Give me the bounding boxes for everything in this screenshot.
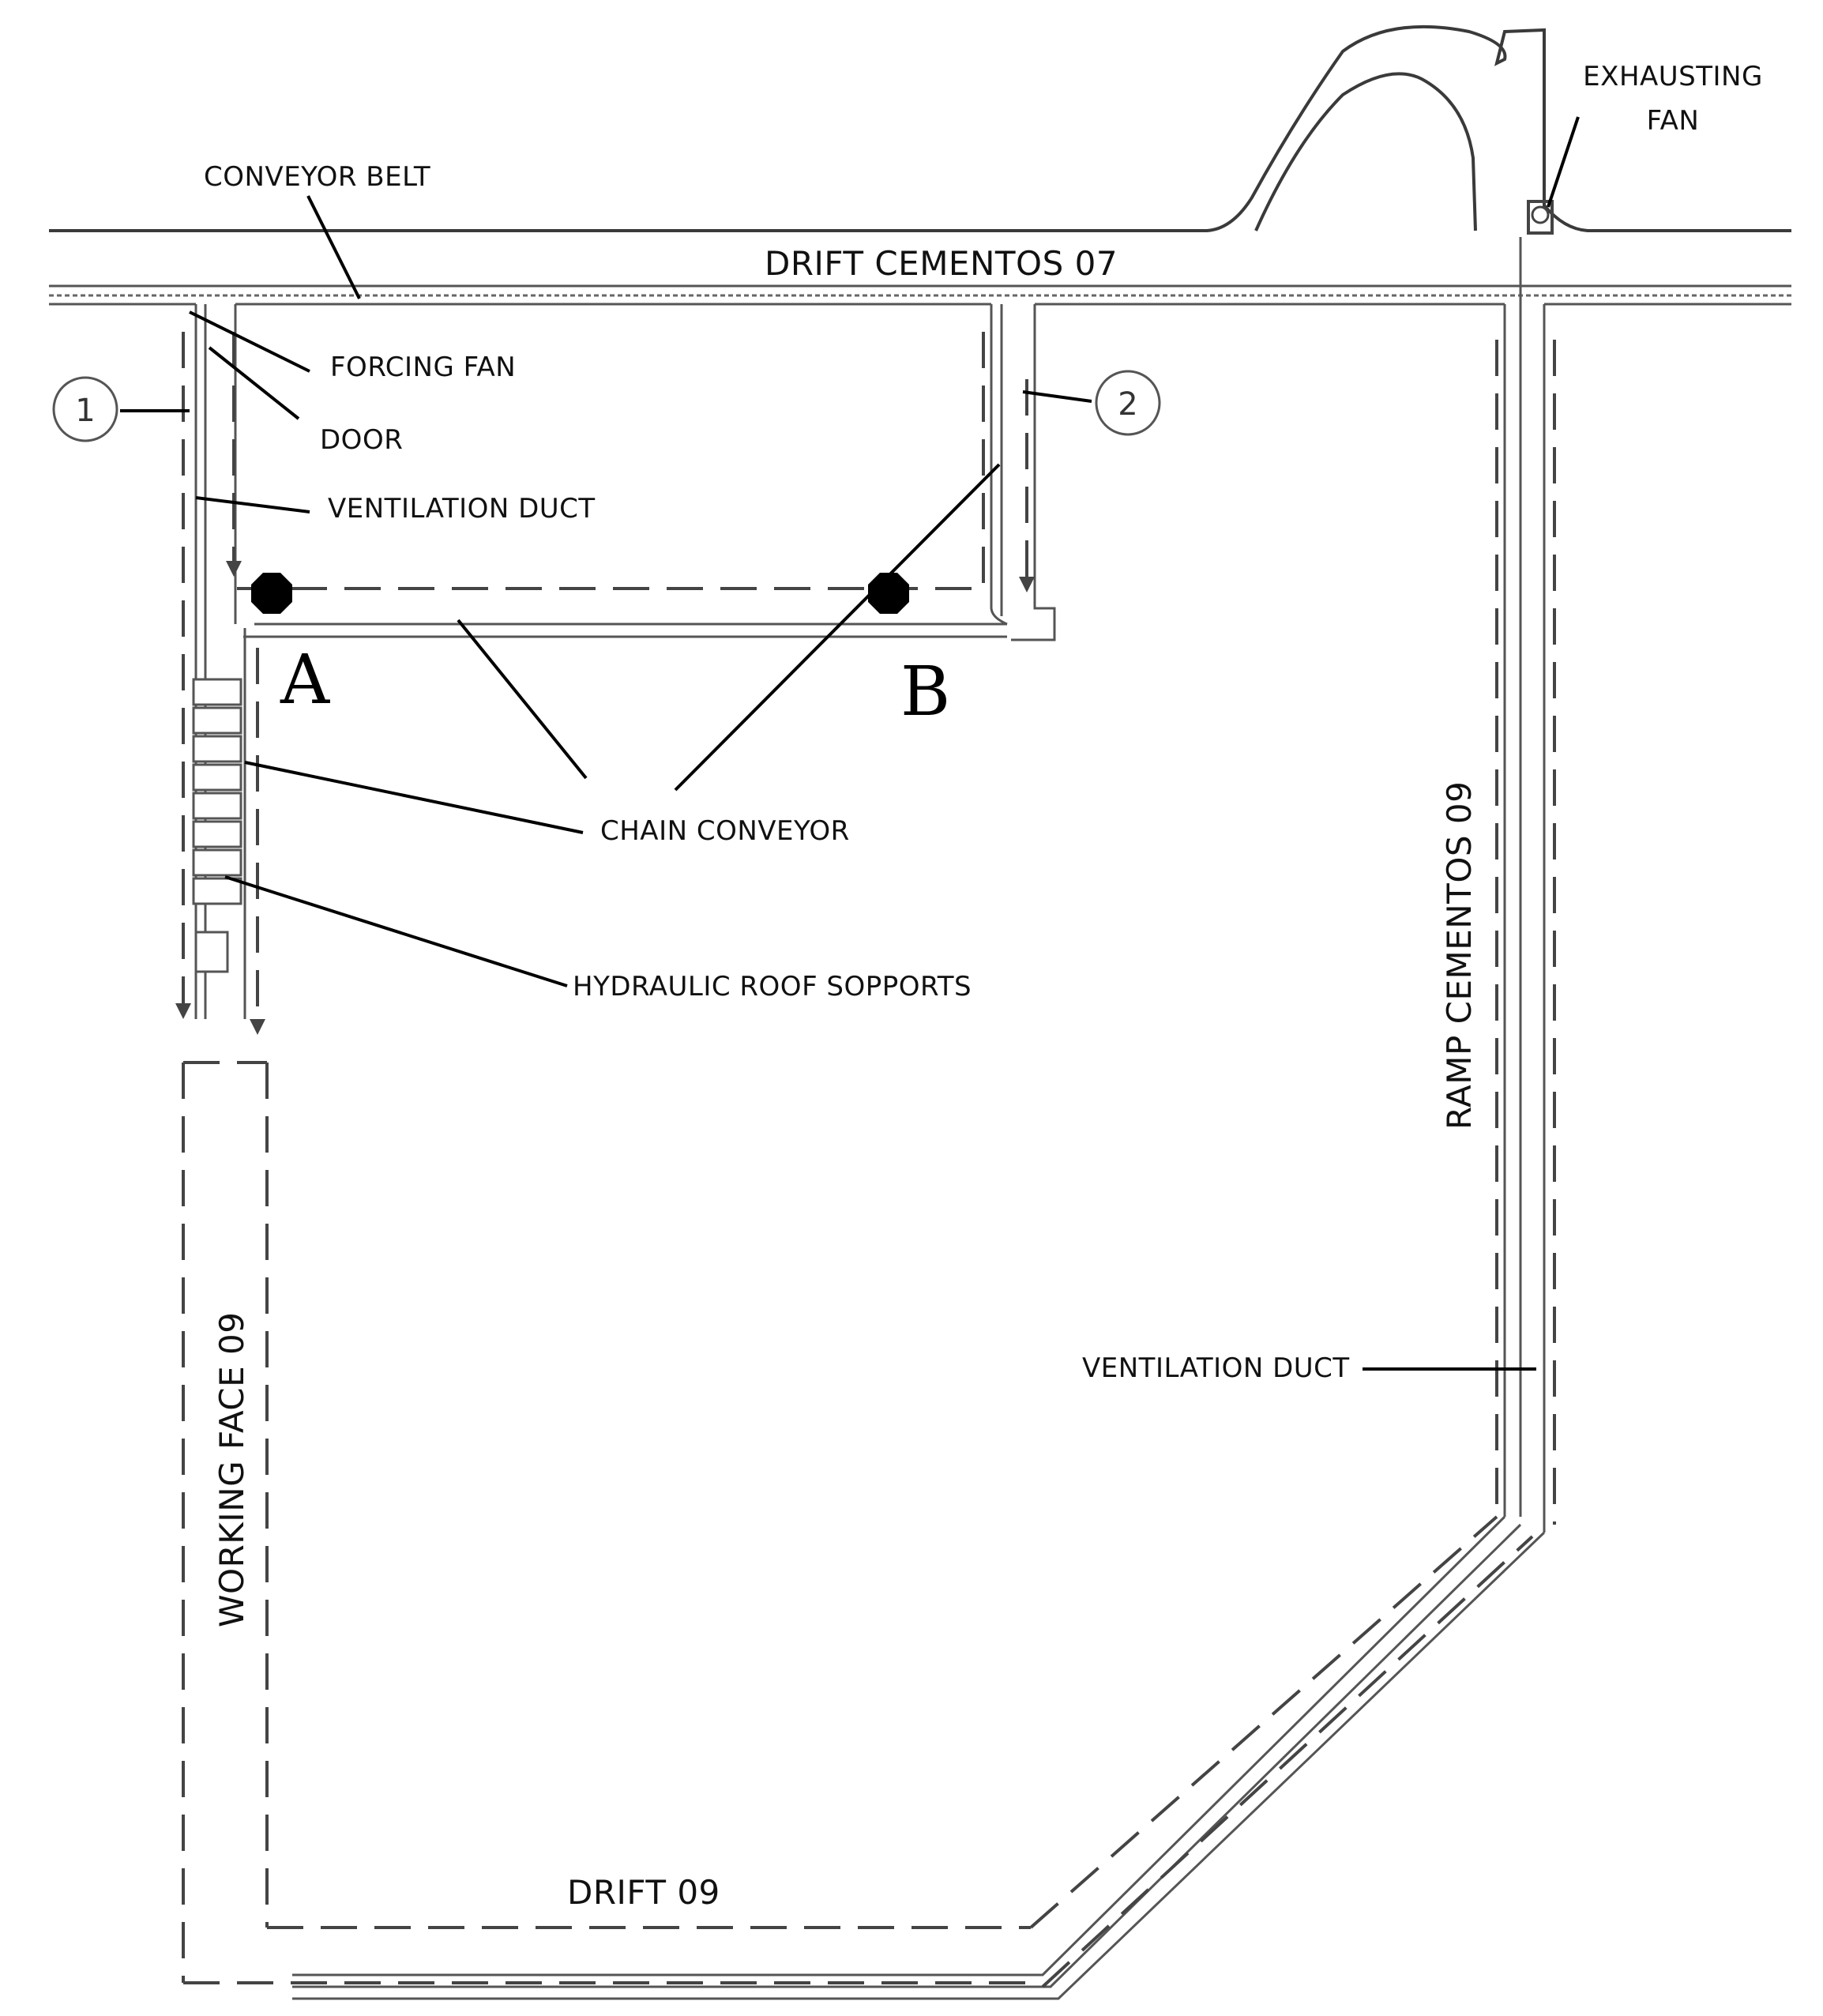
label-door: DOOR xyxy=(320,424,403,456)
marker-1: 1 xyxy=(52,376,118,442)
marker-2-label: 2 xyxy=(1118,386,1137,423)
ramp-cementos-09-walls xyxy=(292,237,1546,2000)
point-b-marker xyxy=(868,573,909,614)
label-fan: FAN xyxy=(1647,105,1700,137)
label-point-b: B xyxy=(900,653,950,732)
label-exhausting: EXHAUSTING xyxy=(1583,61,1763,92)
label-drift-09: DRIFT 09 xyxy=(567,1873,720,1912)
label-ramp-cementos-09: RAMP CEMENTOS 09 xyxy=(1440,781,1479,1130)
point-a-marker xyxy=(251,573,292,614)
airflow-paths xyxy=(175,332,1556,1988)
label-hydraulic-roof-supports: HYDRAULIC ROOF SOPPORTS xyxy=(573,971,972,1002)
label-chain-conveyor: CHAIN CONVEYOR xyxy=(600,815,850,847)
label-drift-cementos-07: DRIFT CEMENTOS 07 xyxy=(765,244,1118,283)
exhausting-fan-symbol xyxy=(1527,200,1554,235)
leader-lines xyxy=(120,116,1580,1371)
hydraulic-roof-supports-stack xyxy=(192,678,242,973)
label-working-face-09: WORKING FACE 09 xyxy=(212,1312,251,1627)
label-conveyor-belt: CONVEYOR BELT xyxy=(204,161,430,193)
label-forcing-fan: FORCING FAN xyxy=(330,352,516,383)
marker-2: 2 xyxy=(1095,370,1161,436)
marker-1-label: 1 xyxy=(75,393,95,429)
label-ventilation-duct-left: VENTILATION DUCT xyxy=(328,493,596,525)
label-point-a: A xyxy=(280,641,330,720)
drift-cementos-07-walls xyxy=(49,24,1791,306)
label-ventilation-duct-right: VENTILATION DUCT xyxy=(1082,1352,1350,1384)
